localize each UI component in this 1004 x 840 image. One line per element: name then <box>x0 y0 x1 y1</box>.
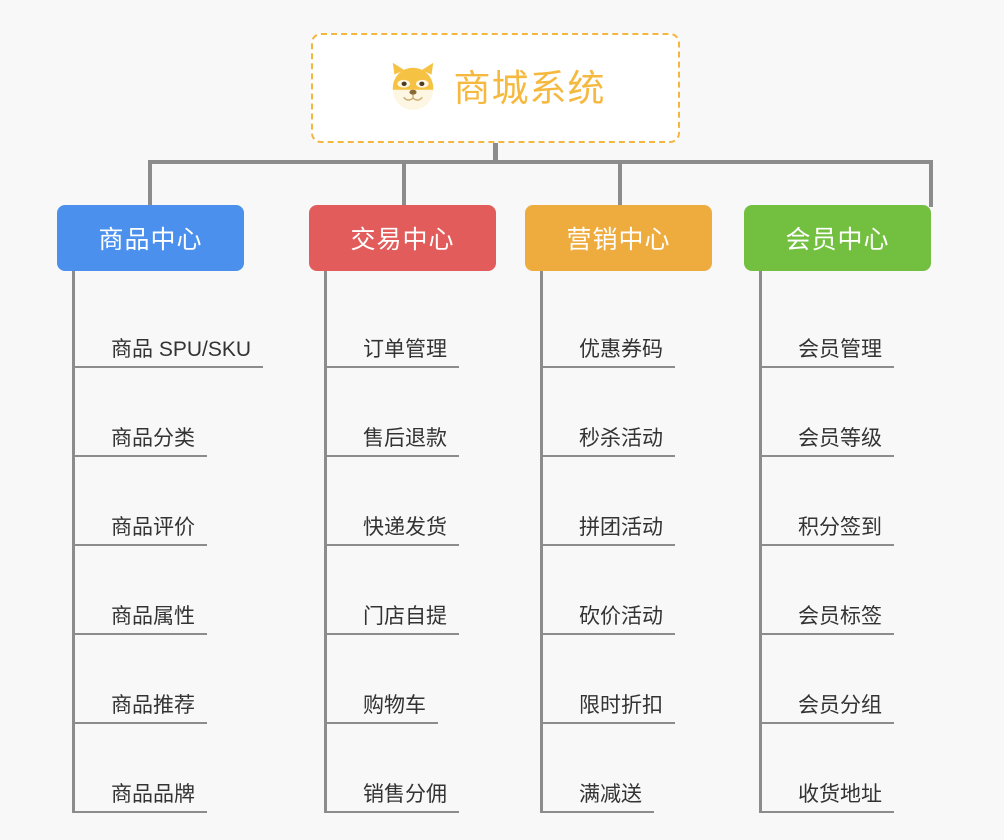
sub-item-label: 积分签到 <box>762 516 894 546</box>
sub-item-list-2: 订单管理 售后退款 快递发货 门店自提 购物车 销售分佣 <box>324 271 496 813</box>
list-item[interactable]: 满减送 <box>543 724 712 813</box>
branch-member-center: 会员中心 会员管理 会员等级 积分签到 会员标签 会员分组 收货地址 <box>744 205 931 813</box>
branch-header-label-2: 交易中心 <box>350 226 455 254</box>
sub-item-label: 收货地址 <box>762 783 894 813</box>
sub-item-label: 会员等级 <box>762 427 894 457</box>
list-item[interactable]: 收货地址 <box>762 724 931 813</box>
sub-item-label: 限时折扣 <box>543 694 675 724</box>
sub-item-list-3: 优惠券码 秒杀活动 拼团活动 砍价活动 限时折扣 满减送 <box>540 271 712 813</box>
sub-item-label: 秒杀活动 <box>543 427 675 457</box>
list-item[interactable]: 拼团活动 <box>543 457 712 546</box>
list-item[interactable]: 商品属性 <box>75 546 244 635</box>
list-item[interactable]: 优惠券码 <box>543 279 712 368</box>
sub-item-label: 商品属性 <box>75 605 207 635</box>
branch-marketing-center: 营销中心 优惠券码 秒杀活动 拼团活动 砍价活动 限时折扣 满减送 <box>525 205 712 813</box>
sub-item-label: 满减送 <box>543 783 654 813</box>
list-item[interactable]: 商品推荐 <box>75 635 244 724</box>
sub-item-label: 商品品牌 <box>75 783 207 813</box>
list-item[interactable]: 积分签到 <box>762 457 931 546</box>
connector-drop-3 <box>618 160 622 207</box>
sub-item-label: 商品 SPU/SKU <box>75 338 264 368</box>
sub-item-label: 门店自提 <box>327 605 459 635</box>
list-item[interactable]: 会员标签 <box>762 546 931 635</box>
connector-drop-2 <box>402 160 406 207</box>
root-node[interactable]: 商城系统 <box>311 33 680 143</box>
list-item[interactable]: 商品评价 <box>75 457 244 546</box>
connector-horizontal-bus <box>148 160 933 164</box>
list-item[interactable]: 销售分佣 <box>327 724 496 813</box>
list-item[interactable]: 秒杀活动 <box>543 368 712 457</box>
connector-drop-1 <box>148 160 152 207</box>
list-item[interactable]: 商品分类 <box>75 368 244 457</box>
list-item[interactable]: 售后退款 <box>327 368 496 457</box>
sub-item-label: 售后退款 <box>327 427 459 457</box>
sub-item-list-1: 商品 SPU/SKU 商品分类 商品评价 商品属性 商品推荐 商品品牌 <box>72 271 264 813</box>
list-item[interactable]: 限时折扣 <box>543 635 712 724</box>
sub-item-label: 拼团活动 <box>543 516 675 546</box>
branch-header-4[interactable]: 会员中心 <box>744 205 931 271</box>
sub-item-label: 快递发货 <box>327 516 459 546</box>
list-item[interactable]: 快递发货 <box>327 457 496 546</box>
branch-header-3[interactable]: 营销中心 <box>525 205 712 271</box>
list-item[interactable]: 会员分组 <box>762 635 931 724</box>
connector-drop-4 <box>929 160 933 207</box>
branch-header-2[interactable]: 交易中心 <box>309 205 496 271</box>
sub-item-label: 砍价活动 <box>543 605 675 635</box>
sub-item-label: 商品分类 <box>75 427 207 457</box>
shiba-dog-icon <box>386 61 440 115</box>
sub-item-label: 销售分佣 <box>327 783 459 813</box>
sub-item-label: 商品评价 <box>75 516 207 546</box>
branch-trade-center: 交易中心 订单管理 售后退款 快递发货 门店自提 购物车 销售分佣 <box>309 205 496 813</box>
list-item[interactable]: 砍价活动 <box>543 546 712 635</box>
sub-item-label: 订单管理 <box>327 338 459 368</box>
branch-header-label-4: 会员中心 <box>785 226 890 254</box>
list-item[interactable]: 商品 SPU/SKU <box>75 279 264 368</box>
sub-item-list-4: 会员管理 会员等级 积分签到 会员标签 会员分组 收货地址 <box>759 271 931 813</box>
branch-header-label-3: 营销中心 <box>566 226 671 254</box>
list-item[interactable]: 会员管理 <box>762 279 931 368</box>
sub-item-label: 会员分组 <box>762 694 894 724</box>
list-item[interactable]: 商品品牌 <box>75 724 244 813</box>
sub-item-label: 会员管理 <box>762 338 894 368</box>
connector-stem <box>493 143 498 163</box>
list-item[interactable]: 购物车 <box>327 635 496 724</box>
branch-header-label-1: 商品中心 <box>98 226 203 254</box>
root-title: 商城系统 <box>453 67 606 109</box>
sub-item-label: 商品推荐 <box>75 694 207 724</box>
sub-item-label: 购物车 <box>327 694 438 724</box>
sub-item-label: 会员标签 <box>762 605 894 635</box>
list-item[interactable]: 会员等级 <box>762 368 931 457</box>
list-item[interactable]: 订单管理 <box>327 279 496 368</box>
branch-product-center: 商品中心 商品 SPU/SKU 商品分类 商品评价 商品属性 商品推荐 商品品牌 <box>57 205 264 813</box>
sub-item-label: 优惠券码 <box>543 338 675 368</box>
branch-header-1[interactable]: 商品中心 <box>57 205 244 271</box>
list-item[interactable]: 门店自提 <box>327 546 496 635</box>
